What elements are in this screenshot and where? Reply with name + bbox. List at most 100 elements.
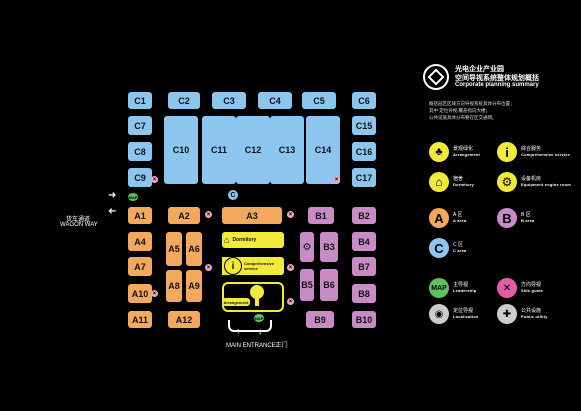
block-C15[interactable]: C15 — [352, 116, 376, 135]
block-C5[interactable]: C5 — [302, 92, 336, 109]
block-C12[interactable]: C12 — [236, 116, 270, 184]
block-C16[interactable]: C16 — [352, 142, 376, 161]
block-C1[interactable]: C1 — [128, 92, 152, 109]
side-guide-mark-8: × — [333, 176, 340, 183]
block-A4[interactable]: A4 — [128, 232, 152, 251]
dormitory-icon: ⌂ — [224, 235, 230, 245]
block-C7[interactable]: C7 — [128, 116, 152, 135]
block-B8[interactable]: B8 — [352, 284, 376, 303]
block-A2[interactable]: A2 — [168, 207, 200, 224]
side-guide-mark-2: × — [287, 211, 294, 218]
info-icon: i — [497, 142, 517, 162]
block-B10[interactable]: B10 — [352, 311, 376, 328]
wagon-way-label-en: WAGON WAY — [60, 222, 98, 228]
legend-desc-line-1: 概括园区区域方向导视系统具体分布位置； — [429, 101, 515, 106]
site-map: C1 C2 C3 C4 C5 C6 C7 C8 C9 C10 C11 C12 C… — [60, 92, 376, 349]
block-B5[interactable]: B5 — [300, 269, 314, 301]
block-B3[interactable]: B3 — [320, 232, 338, 262]
entrance-path — [228, 320, 272, 332]
legend-title-en: Corporate planning summary — [455, 82, 539, 88]
block-C10[interactable]: C10 — [164, 116, 198, 184]
block-A5[interactable]: A5 — [166, 232, 182, 266]
wagon-way-label-cn: 货车通道 — [66, 217, 91, 223]
block-B9[interactable]: B9 — [306, 311, 334, 328]
dormitory-building[interactable]: ⌂ Dormitory — [222, 232, 284, 248]
legend-panel: 光电企业产业园 空间导视系统整体规划概括 Corporate planning … — [415, 60, 575, 360]
legend-desc-line-2: 其中 定位导视,覆盖指向大楼； — [429, 108, 490, 113]
entrance-arrow-right: ↓ — [258, 326, 263, 336]
equipment-room[interactable]: ⚙ — [300, 232, 314, 262]
side-guide-mark-7: × — [287, 264, 294, 271]
public-utility-icon: ✚ — [497, 304, 517, 324]
block-C3[interactable]: C3 — [212, 92, 246, 109]
block-C8[interactable]: C8 — [128, 142, 152, 161]
block-C11[interactable]: C11 — [202, 116, 236, 184]
block-A1[interactable]: A1 — [128, 207, 152, 224]
info-icon: i — [224, 257, 242, 275]
block-B7[interactable]: B7 — [352, 257, 376, 276]
map-sign-left[interactable]: MAP — [128, 193, 138, 201]
block-A10[interactable]: A10 — [128, 284, 152, 303]
block-C2[interactable]: C2 — [168, 92, 200, 109]
tree-trunk — [255, 298, 259, 306]
block-A11[interactable]: A11 — [128, 311, 152, 328]
block-A12[interactable]: A12 — [168, 311, 200, 328]
c-area-icon: C — [429, 238, 449, 258]
block-A8[interactable]: A8 — [166, 270, 182, 302]
block-A6[interactable]: A6 — [186, 232, 202, 266]
block-B1[interactable]: B1 — [308, 207, 334, 224]
wagon-way-arrow-out: ➜ — [108, 206, 117, 217]
map-icon: MAP — [429, 278, 449, 298]
legend-desc-line-3: 公共设施具体分布要在区交通网。 — [429, 115, 497, 120]
comprehensive-sublabel: service — [244, 266, 258, 271]
block-B2[interactable]: B2 — [352, 207, 376, 224]
block-A9[interactable]: A9 — [186, 270, 202, 302]
legend-description: 概括园区区域方向导视系统具体分布位置； 其中 定位导视,覆盖指向大楼； 公共设施… — [429, 100, 515, 121]
block-C17[interactable]: C17 — [352, 168, 376, 187]
block-B4[interactable]: B4 — [352, 232, 376, 251]
block-C6[interactable]: C6 — [352, 92, 376, 109]
dormitory-icon: ⌂ — [429, 172, 449, 192]
map-sign-bottom[interactable]: MAP — [254, 314, 264, 322]
legend-title-cn-2: 空间导视系统整体规划概括 — [455, 75, 539, 82]
arrangement-icon: ♣ — [429, 142, 449, 162]
landscape-arrangement-area[interactable] — [222, 282, 284, 312]
main-entrance-label: MAIN ENTRANCE正门 — [226, 343, 288, 349]
block-C13[interactable]: C13 — [270, 116, 304, 184]
side-guide-mark-3: × — [205, 211, 212, 218]
entrance-arrow-left: ↑ — [236, 326, 241, 336]
gear-icon: ⚙ — [302, 241, 312, 253]
block-C14[interactable]: C14 — [306, 116, 340, 184]
c-zone-marker: C — [228, 190, 238, 200]
block-C4[interactable]: C4 — [258, 92, 292, 109]
block-C9[interactable]: C9 — [128, 168, 152, 187]
compass-icon — [423, 64, 449, 90]
comprehensive-service-building[interactable]: i Comprehensive service — [222, 257, 284, 275]
gear-icon: ⚙ — [497, 172, 517, 192]
dormitory-label: Dormitory — [232, 237, 257, 243]
block-A3[interactable]: A3 — [222, 207, 282, 224]
wagon-way-arrow-in: ➜ — [108, 190, 117, 201]
tree-icon — [250, 285, 264, 299]
localization-icon: ◉ — [429, 304, 449, 324]
legend-title-cn-1: 光电企业产业园 — [455, 66, 504, 73]
comprehensive-label: Comprehensive — [244, 261, 275, 266]
side-guide-icon: ✕ — [497, 278, 517, 298]
side-guide-mark-5: × — [287, 298, 294, 305]
arrangement-label-tag: Arrangement — [222, 298, 250, 306]
block-A7[interactable]: A7 — [128, 257, 152, 276]
b-area-icon: B — [497, 208, 517, 228]
block-B6[interactable]: B6 — [320, 269, 338, 301]
side-guide-mark-4: × — [151, 290, 158, 297]
